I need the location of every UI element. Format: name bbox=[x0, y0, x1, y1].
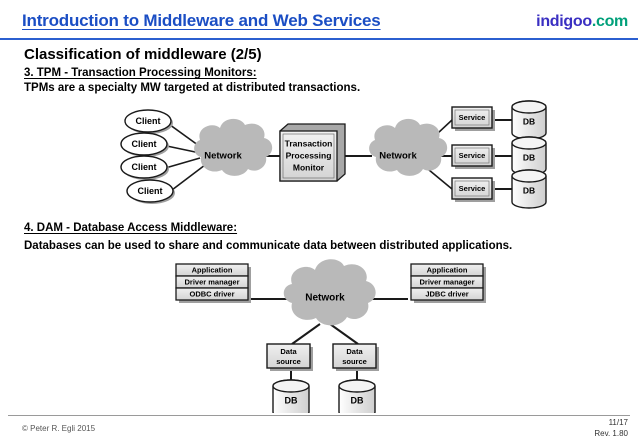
db-label: DB bbox=[351, 395, 364, 405]
dam-architecture-diagram: Application Driver manager ODBC driver A… bbox=[0, 258, 638, 413]
transaction-processing-monitor-box: Transaction Processing Monitor bbox=[279, 123, 346, 182]
client-node: Client bbox=[126, 179, 175, 204]
network-label: Network bbox=[379, 151, 417, 162]
client-nodes: Client Client Client Client bbox=[120, 109, 175, 204]
subheading-tpm: 3. TPM - Transaction Processing Monitors… bbox=[24, 67, 257, 79]
data-source-line-2: source bbox=[276, 357, 301, 366]
jdbc-stack-item-jdbc-driver: JDBC driver bbox=[425, 289, 468, 298]
odbc-stack-item-driver-manager: Driver manager bbox=[184, 277, 239, 286]
client-node: Client bbox=[124, 109, 173, 134]
database-nodes: DB DB bbox=[272, 379, 376, 413]
network-cloud-left: Network bbox=[194, 118, 273, 176]
network-label: Network bbox=[305, 293, 345, 304]
section-heading: Classification of middleware (2/5) bbox=[24, 46, 262, 63]
client-node: Client bbox=[120, 132, 169, 157]
tpm-line-3: Monitor bbox=[293, 162, 325, 172]
db-label: DB bbox=[523, 185, 535, 195]
service-nodes: Service Service Service bbox=[451, 106, 495, 202]
odbc-stack-item-odbc-driver: ODBC driver bbox=[189, 289, 234, 298]
tpm-architecture-diagram: Client Client Client Client Network bbox=[0, 95, 638, 210]
page-title: Introduction to Middleware and Web Servi… bbox=[22, 11, 381, 30]
page-number: 11/17 bbox=[608, 418, 628, 427]
network-cloud-right: Network bbox=[369, 118, 448, 176]
tpm-line-1: Transaction bbox=[285, 138, 333, 148]
network-cloud-center: Network bbox=[283, 259, 376, 326]
database-nodes: DB DB DB bbox=[511, 100, 547, 209]
service-node: Service bbox=[451, 144, 495, 169]
brand-tld: .com bbox=[591, 13, 628, 30]
database-cylinder: DB bbox=[272, 379, 310, 413]
client-node: Client bbox=[120, 155, 169, 180]
tpm-line-2: Processing bbox=[286, 150, 332, 160]
network-label: Network bbox=[204, 151, 242, 162]
db-label: DB bbox=[523, 152, 535, 162]
database-cylinder: DB bbox=[511, 136, 547, 176]
service-node: Service bbox=[451, 177, 495, 202]
jdbc-stack-item-application: Application bbox=[427, 265, 468, 274]
slide-header: Introduction to Middleware and Web Servi… bbox=[0, 0, 638, 40]
service-node: Service bbox=[451, 106, 495, 131]
data-source-line-1: Data bbox=[280, 347, 297, 356]
revision-number: Rev. 1.80 bbox=[594, 429, 628, 438]
body-text-dam: Databases can be used to share and commu… bbox=[24, 240, 513, 252]
odbc-stack-item-application: Application bbox=[192, 265, 233, 274]
database-cylinder: DB bbox=[338, 379, 376, 413]
data-source-node: Data source bbox=[332, 343, 379, 371]
data-source-nodes: Data source Data source bbox=[266, 343, 379, 371]
copyright-text: © Peter R. Egli 2015 bbox=[22, 424, 96, 433]
body-text-tpm: TPMs are a specialty MW targeted at dist… bbox=[24, 82, 361, 94]
client-label: Client bbox=[135, 116, 160, 126]
data-source-line-1: Data bbox=[346, 347, 363, 356]
data-source-node: Data source bbox=[266, 343, 313, 371]
brand-name: indigoo bbox=[536, 13, 592, 30]
jdbc-stack: Application Driver manager JDBC driver bbox=[410, 263, 486, 303]
jdbc-stack-item-driver-manager: Driver manager bbox=[419, 277, 474, 286]
brand-logo: indigoo.com bbox=[536, 13, 628, 31]
service-label: Service bbox=[459, 151, 486, 160]
database-cylinder: DB bbox=[511, 100, 547, 140]
db-label: DB bbox=[523, 116, 535, 126]
client-label: Client bbox=[131, 162, 156, 172]
header-divider bbox=[0, 38, 638, 40]
client-label: Client bbox=[137, 186, 162, 196]
subheading-dam: 4. DAM - Database Access Middleware: bbox=[24, 222, 238, 234]
service-label: Service bbox=[459, 184, 486, 193]
footer-divider bbox=[8, 415, 630, 416]
db-label: DB bbox=[285, 395, 298, 405]
database-cylinder: DB bbox=[511, 169, 547, 209]
service-label: Service bbox=[459, 113, 486, 122]
odbc-stack: Application Driver manager ODBC driver bbox=[175, 263, 251, 303]
client-label: Client bbox=[131, 139, 156, 149]
data-source-line-2: source bbox=[342, 357, 367, 366]
